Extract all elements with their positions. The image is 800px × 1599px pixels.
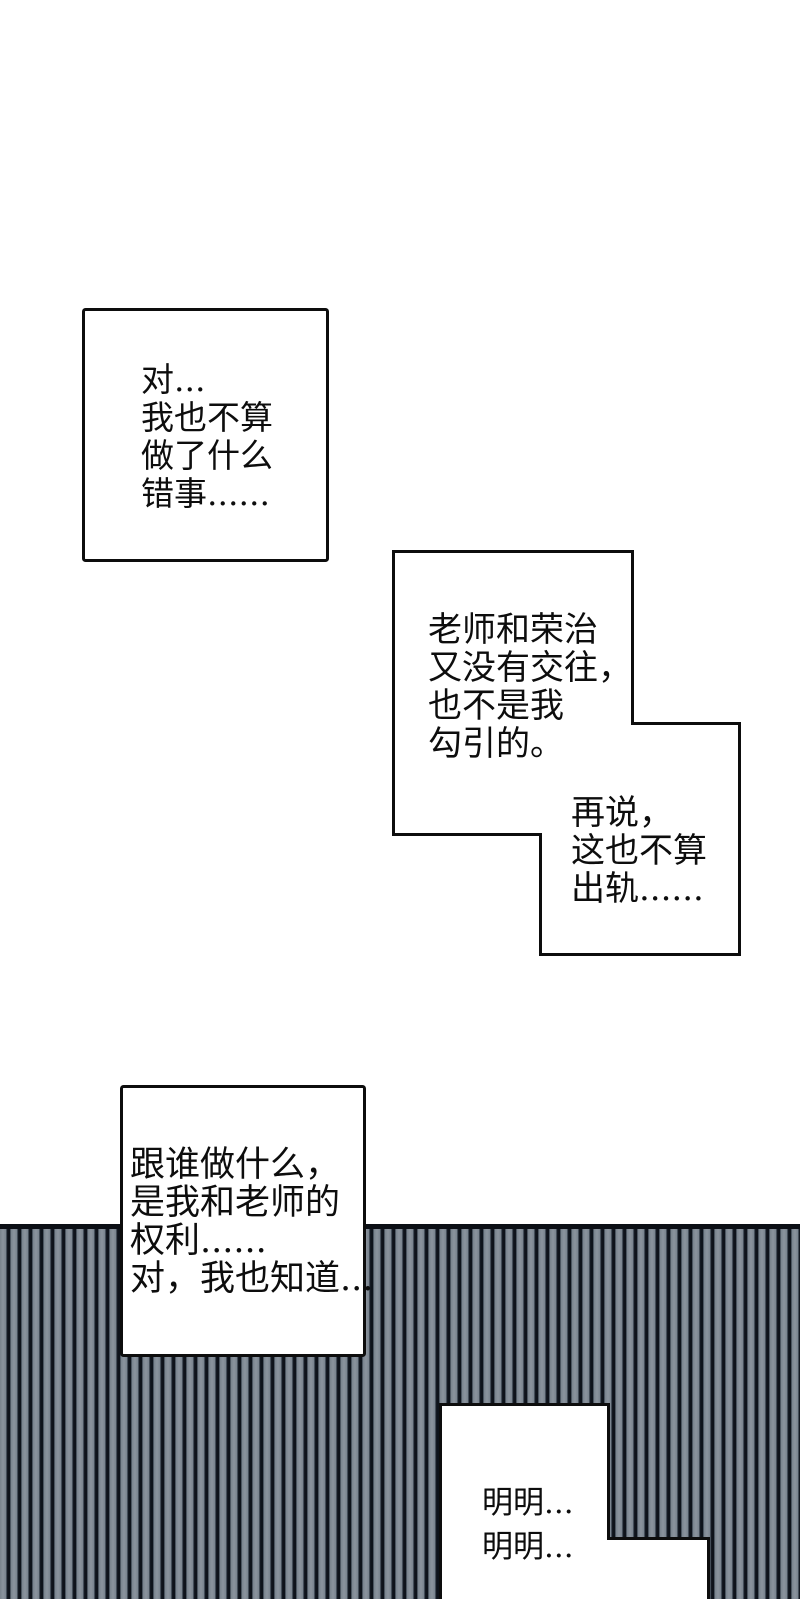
bubble-1-box <box>82 308 329 562</box>
bubble-5-box <box>439 1403 710 1599</box>
bubble-5-text: 明明... 明明... <box>482 1485 574 1565</box>
bubble-2-text: 老师和荣治 又没有交往， 也不是我 勾引的。 <box>428 610 632 764</box>
bubble-4-text: 跟谁做什么， 是我和老师的 权利...... 对，我也知道... <box>130 1145 374 1299</box>
bubble-2-3-box <box>392 550 741 956</box>
bubble-1-text: 对... 我也不算 做了什么 错事...... <box>141 360 273 513</box>
bubble-4-box <box>120 1085 366 1357</box>
bubble-3-text: 再说， 这也不算 出轨...... <box>571 793 707 909</box>
